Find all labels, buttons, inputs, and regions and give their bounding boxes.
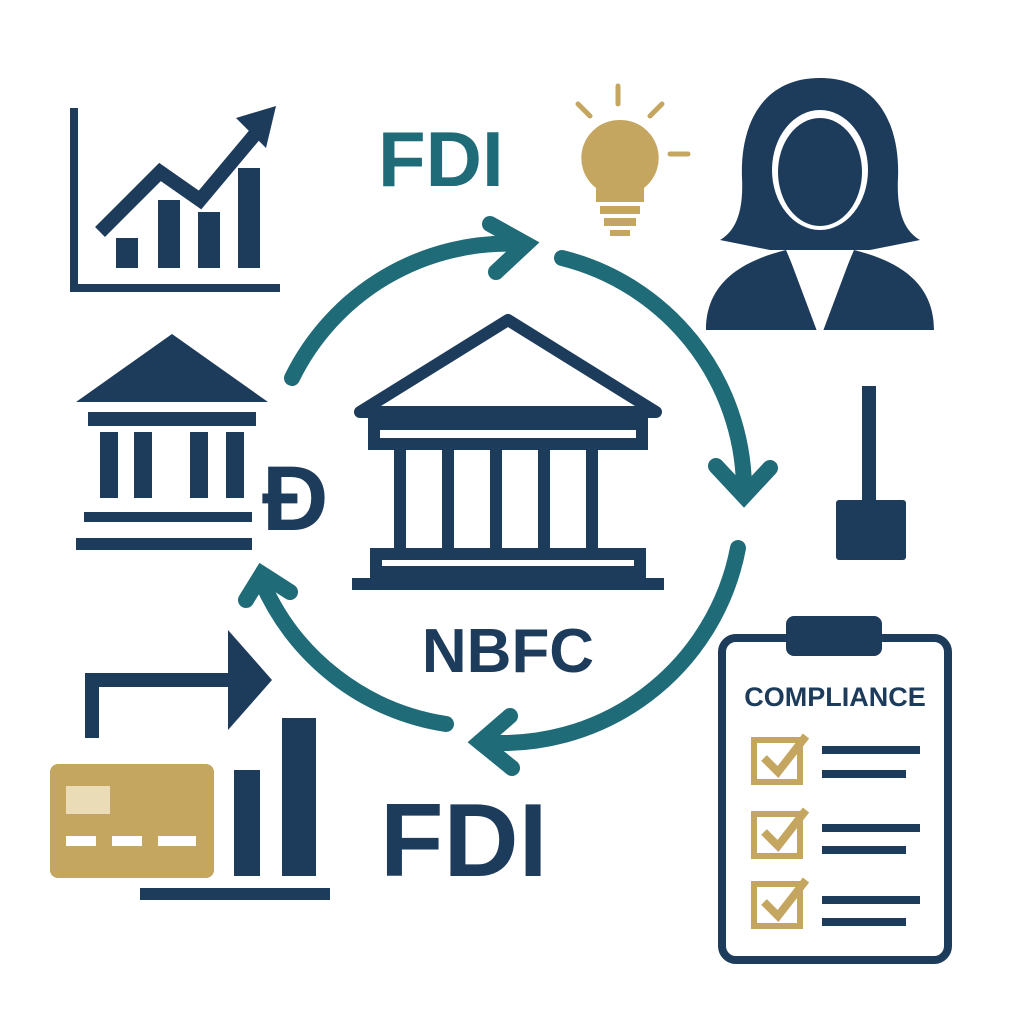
bar-chart-icon	[140, 718, 330, 900]
checkbox-icon	[751, 877, 810, 929]
checkbox-icon	[751, 807, 810, 859]
clipboard-title: COMPLIANCE	[744, 682, 926, 712]
compliance-clipboard-icon: COMPLIANCE	[718, 616, 952, 964]
businesswoman-icon	[706, 78, 934, 340]
growth-chart-icon	[70, 106, 280, 292]
bank-icon	[76, 334, 268, 550]
transfer-arrow-icon	[85, 630, 272, 738]
credit-card-icon	[50, 764, 214, 878]
bottom-fdi-label: FDI	[380, 783, 548, 899]
lightbulb-icon	[575, 83, 691, 236]
currency-symbol: Đ	[262, 448, 328, 550]
top-fdi-label: FDI	[378, 115, 504, 203]
cycle-arrows-icon	[238, 216, 778, 776]
checkbox-icon	[751, 733, 810, 785]
gavel-icon	[836, 386, 906, 560]
nbfc-label: NBFC	[422, 617, 594, 686]
nbfc-building-icon	[352, 314, 664, 590]
